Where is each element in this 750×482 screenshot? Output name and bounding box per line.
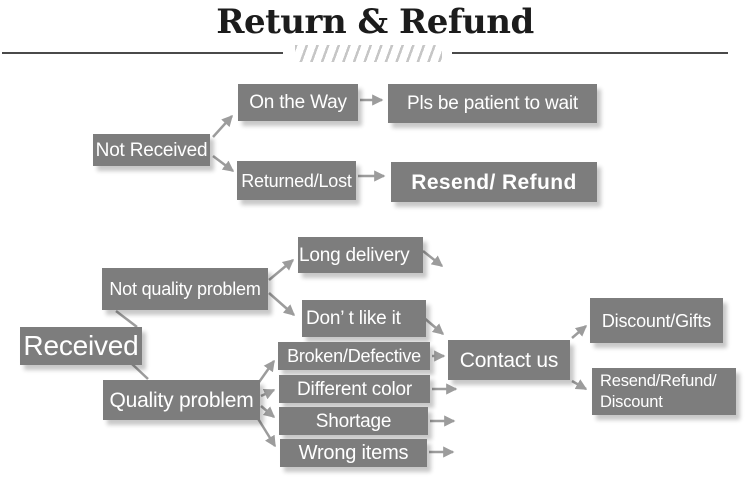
node-received: Received bbox=[20, 327, 142, 365]
node-broken-defective: Broken/Defective bbox=[278, 342, 430, 370]
arrow-dont-like-it-to-contact-us bbox=[422, 316, 445, 335]
node-shortage: Shortage bbox=[279, 407, 428, 435]
arrow-contact-us-to-discount-gifts bbox=[571, 325, 588, 339]
arrow-not-quality-to-long-delivery bbox=[268, 259, 295, 281]
node-discount-gifts: Discount/Gifts bbox=[590, 298, 723, 343]
node-resend-refund-discount-line2: Discount bbox=[600, 392, 663, 411]
arrow-contact-us-to-resend-refund-discount bbox=[571, 379, 588, 391]
node-contact-us: Contact us bbox=[448, 340, 570, 380]
arrow-not-received-to-on-the-way bbox=[212, 114, 233, 138]
node-resend-refund-discount-line1: Resend/Refund/ bbox=[600, 371, 717, 390]
arrow-quality-to-different-color bbox=[260, 388, 276, 400]
divider-line-right bbox=[452, 52, 728, 54]
page-title: Return & Refund bbox=[216, 2, 534, 42]
node-not-received: Not Received bbox=[93, 134, 210, 166]
arrow-not-quality-to-dont-like-it bbox=[268, 292, 296, 316]
node-on-the-way: On the Way bbox=[238, 84, 358, 121]
divider-line-left bbox=[2, 52, 283, 54]
line-received-to-not-quality-problem bbox=[115, 310, 138, 328]
hatch-decoration bbox=[295, 45, 442, 62]
node-not-quality-problem: Not quality problem bbox=[102, 268, 268, 310]
node-resend-refund: Resend/ Refund bbox=[391, 162, 597, 202]
node-returned-lost: Returned/Lost bbox=[237, 161, 356, 200]
arrow-quality-to-shortage bbox=[260, 405, 276, 418]
arrow-not-received-to-returned-lost bbox=[212, 155, 235, 172]
node-different-color: Different color bbox=[279, 375, 430, 403]
node-quality-problem: Quality problem bbox=[103, 380, 260, 420]
node-resend-refund-discount: Resend/Refund/ Discount bbox=[592, 368, 736, 415]
arrow-quality-to-wrong-items bbox=[255, 416, 277, 448]
node-dont-like-it: Don’ t like it bbox=[302, 300, 426, 337]
node-long-delivery: Long delivery bbox=[298, 237, 423, 273]
node-pls-be-patient: Pls be patient to wait bbox=[388, 84, 597, 123]
arrow-long-delivery-out bbox=[422, 250, 444, 267]
line-received-to-quality-problem bbox=[131, 363, 149, 380]
node-wrong-items: Wrong items bbox=[280, 439, 427, 467]
